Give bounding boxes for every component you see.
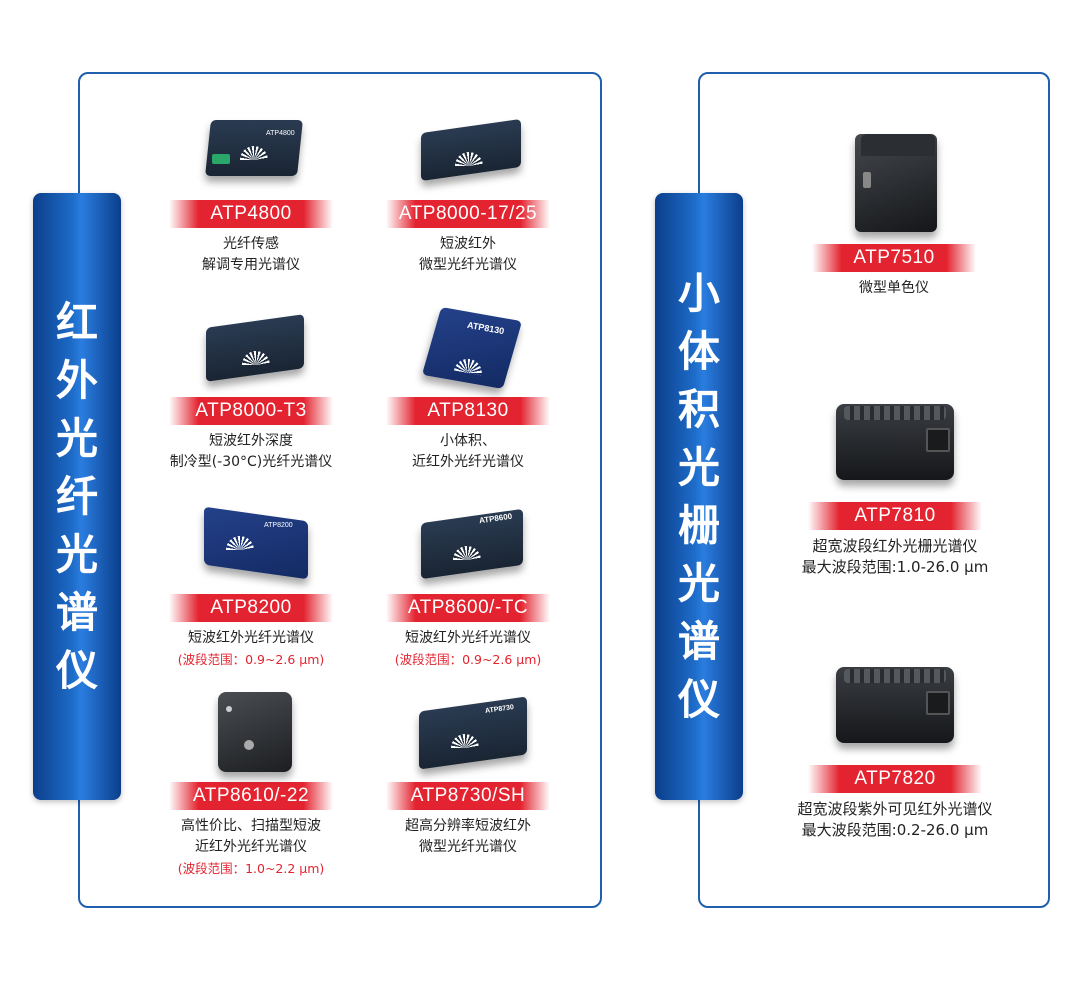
tab-char: 小: [677, 268, 720, 318]
model-label: ATP4800: [169, 200, 333, 228]
product-card-atp8000-17-25[interactable]: ATP8000-17/25 短波红外 微型光纤光谱仪: [378, 108, 558, 276]
model-label: ATP8130: [386, 397, 550, 425]
tab-char: 体: [677, 326, 720, 376]
tab-char: 光: [55, 413, 98, 463]
product-card-atp7820[interactable]: ATP7820 超宽波段紫外可见红外光谱仪 最大波段范围:0.2-26.0 μm: [780, 655, 1010, 841]
product-desc: 短波红外光纤光谱仪 (波段范围：0.9~2.6 μm): [161, 628, 341, 670]
device-image-atp7820: [830, 655, 960, 759]
product-desc: 短波红外光纤光谱仪 (波段范围：0.9~2.6 μm): [378, 628, 558, 670]
desc-line: 高性价比、扫描型短波: [181, 818, 321, 834]
desc-line: 微型单色仪: [859, 280, 929, 296]
device-image-atp8730-sh: ATP8730: [409, 688, 527, 776]
model-label: ATP8000-17/25: [386, 200, 550, 228]
device-label: ATP8200: [264, 522, 293, 529]
tab-char: 红: [55, 297, 98, 347]
tab-char: 光: [677, 558, 720, 608]
tab-char: 外: [55, 355, 98, 405]
product-card-atp7510[interactable]: ATP7510 微型单色仪: [804, 128, 984, 299]
product-desc: 超高分辨率短波红外 微型光纤光谱仪: [378, 816, 558, 858]
product-card-atp8730-sh[interactable]: ATP8730 ATP8730/SH 超高分辨率短波红外 微型光纤光谱仪: [378, 688, 558, 858]
device-image-atp8600-tc: ATP8600: [409, 502, 527, 588]
model-label: ATP7510: [812, 244, 976, 272]
device-image-atp8130: ATP8130: [409, 305, 527, 391]
device-image-atp7510: [835, 128, 953, 238]
model-label: ATP7810: [808, 502, 982, 530]
product-card-atp8000-t3[interactable]: ATP8000-T3 短波红外深度 制冷型(-30°C)光纤光谱仪: [161, 305, 341, 473]
compact-grating-spectrometer-tab: 小 体 积 光 栅 光 谱 仪: [655, 193, 743, 800]
range-line: (波段范围：0.9~2.6 μm): [394, 652, 542, 667]
tab-char: 谱: [55, 587, 98, 637]
product-desc: 超宽波段红外光栅光谱仪 最大波段范围:1.0-26.0 μm: [790, 536, 1000, 578]
product-desc: 小体积、 近红外光纤光谱仪: [378, 431, 558, 473]
model-label: ATP8200: [169, 594, 333, 622]
device-image-atp7810: [830, 392, 960, 496]
model-label: ATP8600/-TC: [386, 594, 550, 622]
tab-char: 栅: [677, 500, 720, 550]
tab-char: 仪: [55, 645, 98, 695]
product-desc: 光纤传感 解调专用光谱仪: [161, 234, 341, 276]
desc-line: 近红外光纤光谱仪: [412, 454, 524, 470]
range-line: (波段范围：0.9~2.6 μm): [177, 652, 325, 667]
product-card-atp7810[interactable]: ATP7810 超宽波段红外光栅光谱仪 最大波段范围:1.0-26.0 μm: [790, 392, 1000, 578]
product-desc: 高性价比、扫描型短波 近红外光纤光谱仪 (波段范围：1.0~2.2 μm): [161, 816, 341, 879]
product-desc: 短波红外深度 制冷型(-30°C)光纤光谱仪: [161, 431, 341, 473]
device-image-atp4800: ATP4800: [192, 108, 310, 194]
product-desc: 微型单色仪: [804, 278, 984, 299]
product-card-atp8200[interactable]: ATP8200 ATP8200 短波红外光纤光谱仪 (波段范围：0.9~2.6 …: [161, 502, 341, 670]
model-label: ATP8730/SH: [386, 782, 550, 810]
desc-line: 微型光纤光谱仪: [419, 839, 517, 855]
desc-line: 光纤传感: [223, 236, 279, 252]
model-label: ATP8000-T3: [169, 397, 333, 425]
device-image-atp8000-17-25: [409, 108, 527, 194]
desc-line: 近红外光纤光谱仪: [195, 839, 307, 855]
desc-line: 解调专用光谱仪: [202, 257, 300, 273]
desc-line: 超高分辨率短波红外: [405, 818, 531, 834]
desc-line: 制冷型(-30°C)光纤光谱仪: [169, 454, 333, 470]
product-card-atp8600-tc[interactable]: ATP8600 ATP8600/-TC 短波红外光纤光谱仪 (波段范围：0.9~…: [378, 502, 558, 670]
tab-char: 积: [677, 384, 720, 434]
model-label: ATP7820: [808, 765, 982, 793]
desc-line: 短波红外光纤光谱仪: [188, 630, 314, 646]
product-card-atp4800[interactable]: ATP4800 ATP4800 光纤传感 解调专用光谱仪: [161, 108, 341, 276]
desc-line: 最大波段范围:0.2-26.0 μm: [801, 821, 989, 839]
desc-line: 超宽波段红外光栅光谱仪: [812, 537, 978, 555]
desc-line: 短波红外: [440, 236, 496, 252]
device-image-atp8000-t3: [192, 305, 310, 391]
device-image-atp8610-22: [192, 688, 310, 776]
infrared-fiber-spectrometer-tab: 红 外 光 纤 光 谱 仪: [33, 193, 121, 800]
desc-line: 微型光纤光谱仪: [419, 257, 517, 273]
desc-line: 短波红外深度: [209, 433, 293, 449]
product-card-atp8610-22[interactable]: ATP8610/-22 高性价比、扫描型短波 近红外光纤光谱仪 (波段范围：1.…: [161, 688, 341, 879]
tab-char: 仪: [677, 674, 720, 724]
desc-line: 短波红外光纤光谱仪: [405, 630, 531, 646]
tab-char: 谱: [677, 616, 720, 666]
tab-char: 纤: [55, 471, 98, 521]
desc-line: 小体积、: [440, 433, 496, 449]
desc-line: 超宽波段紫外可见红外光谱仪: [797, 800, 993, 818]
product-desc: 超宽波段紫外可见红外光谱仪 最大波段范围:0.2-26.0 μm: [780, 799, 1010, 841]
device-image-atp8200: ATP8200: [192, 502, 310, 588]
product-desc: 短波红外 微型光纤光谱仪: [378, 234, 558, 276]
device-label: ATP4800: [266, 130, 295, 137]
range-line: (波段范围：1.0~2.2 μm): [177, 861, 325, 876]
tab-char: 光: [55, 529, 98, 579]
model-label: ATP8610/-22: [169, 782, 333, 810]
product-card-atp8130[interactable]: ATP8130 ATP8130 小体积、 近红外光纤光谱仪: [378, 305, 558, 473]
desc-line: 最大波段范围:1.0-26.0 μm: [801, 558, 989, 576]
tab-char: 光: [677, 442, 720, 492]
